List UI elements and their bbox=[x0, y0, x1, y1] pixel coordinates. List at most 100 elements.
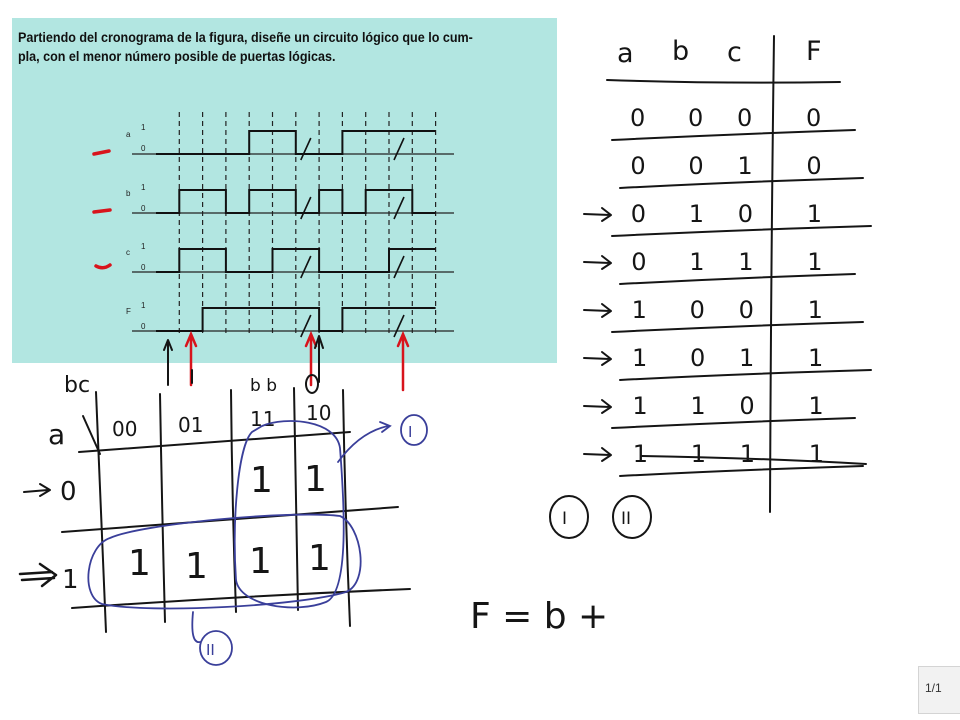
kmap-cell-0-10: 1 bbox=[304, 459, 327, 500]
tt-cell-3-2: 1 bbox=[738, 248, 753, 276]
kmap-row0-arrow bbox=[23, 483, 51, 497]
kmap-col-11: 11 bbox=[250, 407, 275, 431]
tt-row-rule bbox=[619, 177, 864, 189]
legend-label-II: II bbox=[621, 509, 631, 529]
waveform-c bbox=[156, 248, 436, 273]
red-arrow-3 bbox=[396, 330, 410, 392]
kmap-row-label-1: 1 bbox=[62, 565, 79, 595]
break-mark bbox=[393, 137, 405, 161]
tt-cell-6-0: 1 bbox=[632, 392, 647, 420]
tt-row-arrow bbox=[583, 399, 612, 414]
kmap-row-var: a bbox=[48, 418, 65, 451]
waveform-a bbox=[156, 130, 436, 155]
kmap-vline-4 bbox=[293, 387, 299, 611]
red-dash-c bbox=[94, 263, 112, 270]
tt-cell-4-2: 0 bbox=[739, 296, 754, 324]
legend-circle-I bbox=[549, 495, 589, 539]
kmap-cell-1-10: 1 bbox=[308, 538, 331, 579]
kmap-group-label-I: I bbox=[408, 423, 412, 441]
tt-row-rule bbox=[611, 321, 864, 333]
tt-cell-3-3: 1 bbox=[807, 248, 822, 276]
level-one-F: 1 bbox=[141, 301, 146, 310]
tt-row-arrow bbox=[583, 351, 612, 366]
kmap-row1-arrow bbox=[18, 562, 58, 588]
tt-cell-1-2: 1 bbox=[737, 152, 752, 180]
level-one-b: 1 bbox=[141, 183, 146, 192]
tt-header-b: b bbox=[672, 36, 689, 67]
kmap-hline-1 bbox=[78, 431, 351, 453]
tt-row-arrow bbox=[583, 207, 612, 222]
kmap-cell-1-01: 1 bbox=[185, 546, 208, 587]
timing-arrows bbox=[163, 330, 410, 394]
tt-cell-5-3: 1 bbox=[808, 344, 823, 372]
break-mark bbox=[300, 255, 312, 279]
level-zero-b: 0 bbox=[141, 204, 146, 213]
black-arrow-2 bbox=[314, 335, 324, 383]
page-counter: 1/1 bbox=[918, 666, 960, 714]
tt-cell-2-0: 0 bbox=[631, 200, 646, 228]
tt-cell-0-0: 0 bbox=[630, 104, 645, 132]
tt-bottom-rule bbox=[641, 455, 867, 465]
tt-cell-1-1: 0 bbox=[688, 152, 703, 180]
tt-cell-7-0: 1 bbox=[633, 440, 648, 468]
problem-panel: Partiendo del cronograma de la figura, d… bbox=[12, 18, 557, 363]
signal-label-F: F bbox=[126, 307, 131, 316]
kmap-corner-slash bbox=[82, 415, 101, 455]
signal-label-c: c bbox=[126, 248, 130, 257]
tt-cell-3-0: 0 bbox=[631, 248, 646, 276]
kmap-cell-1-11: 1 bbox=[249, 541, 272, 582]
kmap-cell-0-11: 1 bbox=[250, 460, 273, 501]
signal-label-b: b bbox=[126, 189, 131, 198]
tt-cell-1-0: 0 bbox=[630, 152, 645, 180]
red-dash-b bbox=[92, 208, 112, 214]
kmap-group-label-II: II bbox=[206, 641, 215, 659]
kmap-col-annotation: b b bbox=[250, 376, 277, 396]
tt-cell-7-2: 1 bbox=[740, 440, 755, 468]
black-arrow-1 bbox=[163, 339, 173, 386]
kmap-vline-1 bbox=[95, 391, 107, 633]
tt-cell-0-2: 0 bbox=[737, 104, 752, 132]
tt-row-rule bbox=[611, 417, 856, 429]
kmap-col-10: 10 bbox=[306, 401, 331, 425]
tt-cell-4-1: 0 bbox=[690, 296, 705, 324]
tt-cell-3-1: 1 bbox=[689, 248, 704, 276]
tt-cell-2-1: 1 bbox=[689, 200, 704, 228]
kmap-row-label-0: 0 bbox=[60, 477, 77, 507]
tt-row-arrow bbox=[583, 447, 612, 462]
tt-cell-7-3: 1 bbox=[809, 440, 824, 468]
tt-output-divider bbox=[769, 35, 775, 513]
break-mark bbox=[393, 314, 405, 338]
page-counter-text: 1/1 bbox=[925, 681, 942, 695]
red-dash-a bbox=[92, 149, 111, 156]
kmap-vline-5 bbox=[342, 389, 351, 627]
tt-cell-5-1: 0 bbox=[690, 344, 705, 372]
signal-label-a: a bbox=[126, 130, 131, 139]
kmap-col-var: bc bbox=[64, 373, 90, 398]
tt-row-arrow bbox=[583, 255, 612, 270]
tt-cell-0-1: 0 bbox=[688, 104, 703, 132]
timing-labels: a b c F 1 0 1 0 1 0 1 0 bbox=[126, 123, 146, 331]
tt-cell-6-1: 1 bbox=[690, 392, 705, 420]
tt-cell-6-2: 0 bbox=[739, 392, 754, 420]
red-arrow-2 bbox=[304, 330, 318, 387]
tt-row-rule bbox=[619, 273, 856, 285]
waveform-F bbox=[156, 307, 436, 332]
kmap-col-00: 00 bbox=[112, 417, 137, 441]
tt-row-rule bbox=[619, 369, 872, 381]
group-II-circle bbox=[199, 630, 233, 666]
legend-label-I: I bbox=[562, 509, 567, 529]
kmap-groups bbox=[87, 414, 428, 666]
tt-cell-1-3: 0 bbox=[806, 152, 821, 180]
tt-cell-4-0: 1 bbox=[632, 296, 647, 324]
kmap-hline-2 bbox=[61, 506, 399, 533]
problem-line-1: Partiendo del cronograma de la figura, d… bbox=[18, 30, 473, 45]
waveform-b bbox=[156, 189, 436, 214]
kmap-grid bbox=[61, 387, 411, 633]
tt-row-rule bbox=[611, 225, 872, 237]
group-I-circle bbox=[400, 414, 428, 446]
kmap-hline-3 bbox=[71, 588, 411, 609]
tt-cell-7-1: 1 bbox=[691, 440, 706, 468]
level-one-c: 1 bbox=[141, 242, 146, 251]
